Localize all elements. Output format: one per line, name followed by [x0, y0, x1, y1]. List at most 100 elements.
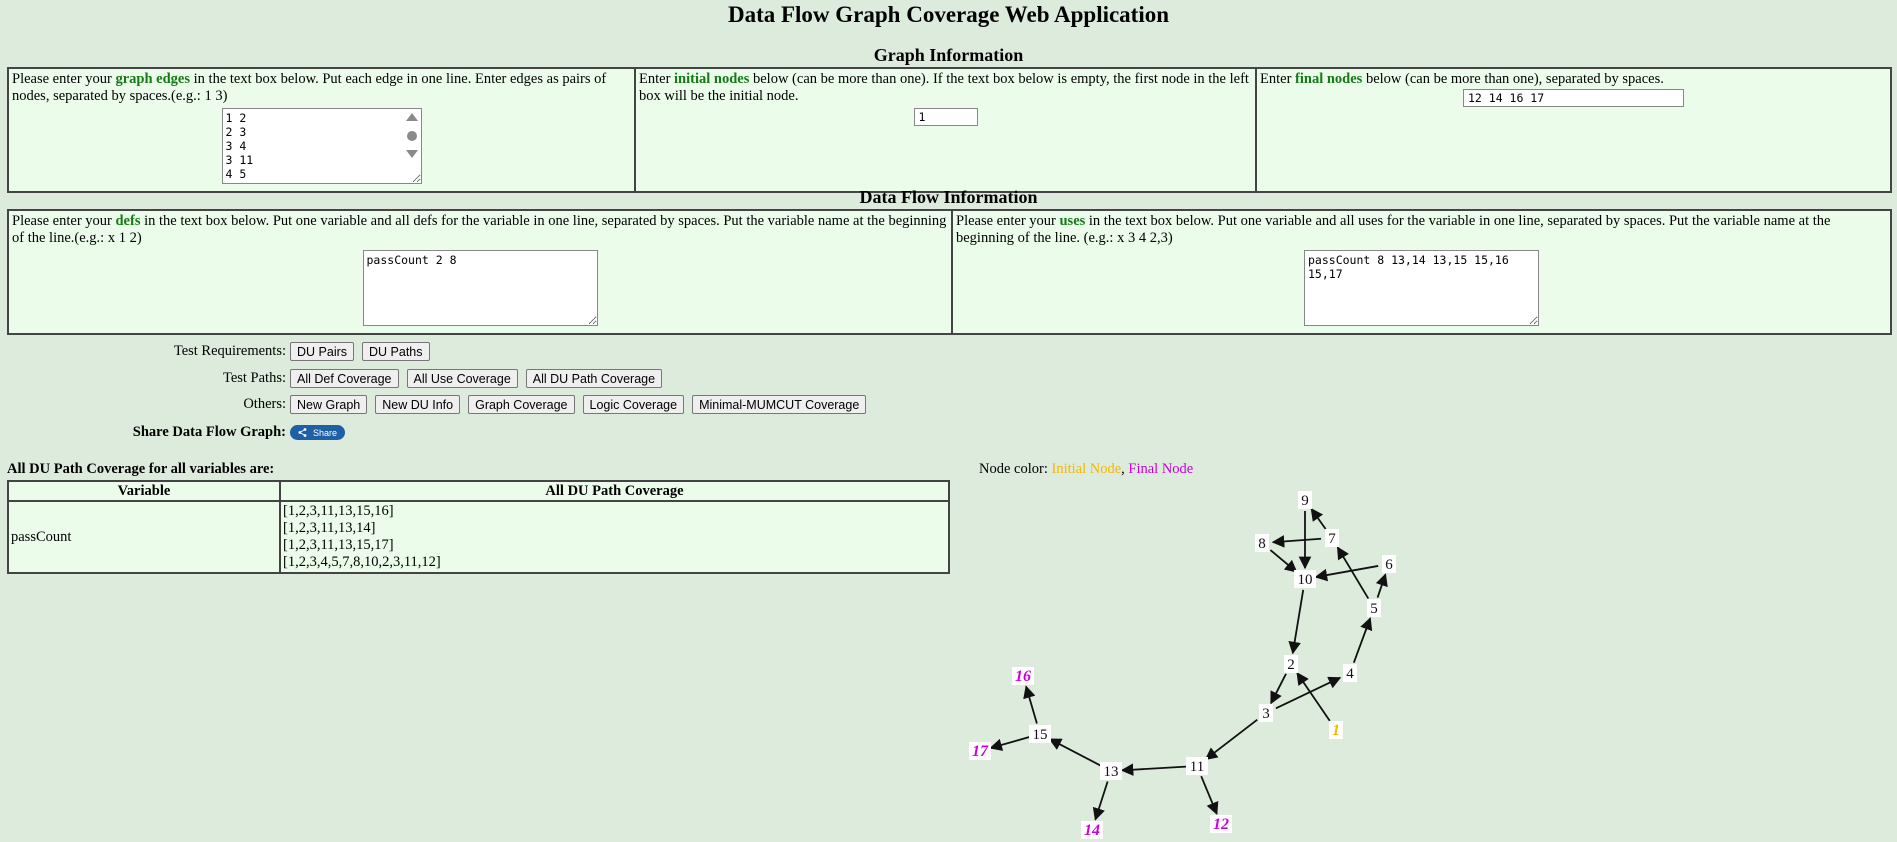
graph-edge-8-10 [1269, 549, 1298, 573]
defs-instructions-post: in the text box below. Put one variable … [12, 213, 947, 246]
legend-final-node: Final Node [1128, 461, 1194, 477]
graph-node-14: 14 [1081, 821, 1103, 839]
share-icon [298, 428, 307, 437]
graph-edges-cell: Please enter your graph edges in the tex… [7, 67, 636, 193]
uses-textarea[interactable] [1304, 250, 1539, 326]
graph-edge-7-9 [1310, 507, 1327, 530]
svg-text:9: 9 [1301, 493, 1309, 509]
legend-prefix: Node color: [979, 461, 1052, 477]
edges-instructions-pre: Please enter your [12, 71, 116, 87]
data-flow-information-table: Please enter your defs in the text box b… [7, 209, 1892, 335]
defs-textarea[interactable] [362, 250, 598, 326]
initial-instructions-post: below (can be more than one). If the tex… [639, 71, 1249, 104]
variable-column-header: Variable [7, 480, 281, 502]
share-button[interactable]: Share [290, 425, 346, 440]
graph-edge-1-2 [1296, 672, 1331, 722]
svg-text:10: 10 [1298, 572, 1313, 588]
others-label: Others: [243, 396, 286, 412]
svg-text:7: 7 [1328, 531, 1336, 547]
initial-nodes-cell: Enter initial nodes below (can be more t… [634, 67, 1257, 193]
share-row: Share Data Flow Graph: Share [0, 424, 346, 441]
graph-node-16: 16 [1012, 667, 1034, 685]
final-instructions-pre: Enter [1260, 71, 1296, 87]
graph-node-1: 1 [1329, 721, 1343, 739]
legend-separator: , [1121, 461, 1129, 477]
coverage-column-header: All DU Path Coverage [279, 480, 950, 502]
initial-instructions-pre: Enter [639, 71, 675, 87]
graph-node-8: 8 [1255, 534, 1269, 552]
graph-node-9: 9 [1298, 491, 1312, 509]
graph-node-10: 10 [1294, 570, 1316, 588]
others-row: Others: New Graph New DU Info Graph Cove… [0, 395, 874, 414]
svg-text:15: 15 [1033, 727, 1048, 743]
graph-information-table: Please enter your graph edges in the tex… [7, 67, 1892, 193]
graph-node-2: 2 [1284, 655, 1298, 673]
page-title: Data Flow Graph Coverage Web Application [727, 2, 1170, 27]
graph-edge-6-10 [1314, 565, 1379, 582]
graph-edges-textarea[interactable] [221, 108, 422, 184]
new-du-info-button[interactable]: New DU Info [375, 395, 461, 414]
all-use-coverage-button[interactable]: All Use Coverage [406, 369, 518, 388]
graph-edge-11-12 [1200, 775, 1219, 816]
graph-node-4: 4 [1343, 664, 1357, 682]
graph-node-3: 3 [1259, 704, 1273, 722]
graph-edge-15-17 [989, 736, 1030, 751]
graph-edge-13-14 [1092, 781, 1109, 821]
du-path: [1,2,3,11,13,15,17] [283, 537, 394, 553]
test-paths-row: Test Paths: All Def Coverage All Use Cov… [0, 369, 670, 388]
graph-node-12: 12 [1210, 815, 1232, 833]
du-path: [1,2,3,4,5,7,8,10,2,3,11,12] [283, 554, 441, 570]
du-path: [1,2,3,11,13,14] [283, 520, 376, 536]
du-paths-button[interactable]: DU Paths [362, 342, 430, 361]
share-button-label: Share [313, 427, 338, 438]
svg-text:5: 5 [1370, 601, 1378, 617]
all-def-coverage-button[interactable]: All Def Coverage [290, 369, 399, 388]
logic-coverage-button[interactable]: Logic Coverage [582, 395, 685, 414]
share-label: Share Data Flow Graph: [132, 424, 286, 440]
new-graph-button[interactable]: New Graph [290, 395, 368, 414]
graph-information-title: Graph Information [873, 45, 1024, 65]
final-keyword: final nodes [1295, 71, 1363, 87]
svg-text:17: 17 [972, 743, 989, 760]
graph-node-6: 6 [1382, 555, 1396, 573]
final-nodes-cell: Enter final nodes below (can be more tha… [1255, 67, 1892, 193]
graph-edge-5-7 [1336, 546, 1370, 600]
variable-cell: passCount [7, 500, 281, 574]
graph-node-11: 11 [1186, 757, 1208, 775]
du-path-results-table: Variable All DU Path Coverage passCount … [7, 480, 950, 574]
defs-cell: Please enter your defs in the text box b… [7, 209, 953, 335]
all-du-path-coverage-button[interactable]: All DU Path Coverage [525, 369, 663, 388]
test-paths-label: Test Paths: [222, 370, 286, 386]
svg-text:4: 4 [1346, 666, 1354, 682]
graph-coverage-button[interactable]: Graph Coverage [468, 395, 575, 414]
graph-edge-3-11 [1204, 718, 1258, 761]
svg-text:16: 16 [1015, 668, 1031, 685]
graph-edge-3-4 [1275, 676, 1342, 710]
svg-text:13: 13 [1104, 764, 1119, 780]
svg-text:14: 14 [1084, 822, 1100, 839]
minimal-mumcut-coverage-button[interactable]: Minimal-MUMCUT Coverage [692, 395, 867, 414]
defs-instructions-pre: Please enter your [12, 213, 116, 229]
graph-edge-11-13 [1120, 763, 1187, 776]
svg-text:1: 1 [1332, 722, 1340, 739]
graph-node-13: 13 [1100, 762, 1122, 780]
defs-keyword: defs [115, 213, 141, 229]
svg-text:12: 12 [1213, 816, 1229, 833]
initial-nodes-input[interactable] [913, 108, 978, 126]
edges-scrollbar[interactable] [404, 110, 420, 162]
final-nodes-input[interactable] [1463, 89, 1684, 107]
du-pairs-button[interactable]: DU Pairs [290, 342, 355, 361]
uses-instructions-post: in the text box below. Put one variable … [956, 213, 1831, 246]
svg-text:8: 8 [1258, 536, 1266, 552]
graph-node-17: 17 [969, 742, 991, 760]
data-flow-information-title: Data Flow Information [859, 187, 1038, 207]
test-requirements-row: Test Requirements: DU Pairs DU Paths [0, 342, 438, 361]
final-instructions-post: below (can be more than one), separated … [1362, 71, 1664, 87]
initial-keyword: initial nodes [674, 71, 750, 87]
graph-edge-2-3 [1270, 673, 1287, 705]
uses-keyword: uses [1059, 213, 1086, 229]
svg-text:2: 2 [1287, 657, 1295, 673]
graph-node-15: 15 [1029, 725, 1051, 743]
graph-edge-10-2 [1288, 589, 1305, 655]
